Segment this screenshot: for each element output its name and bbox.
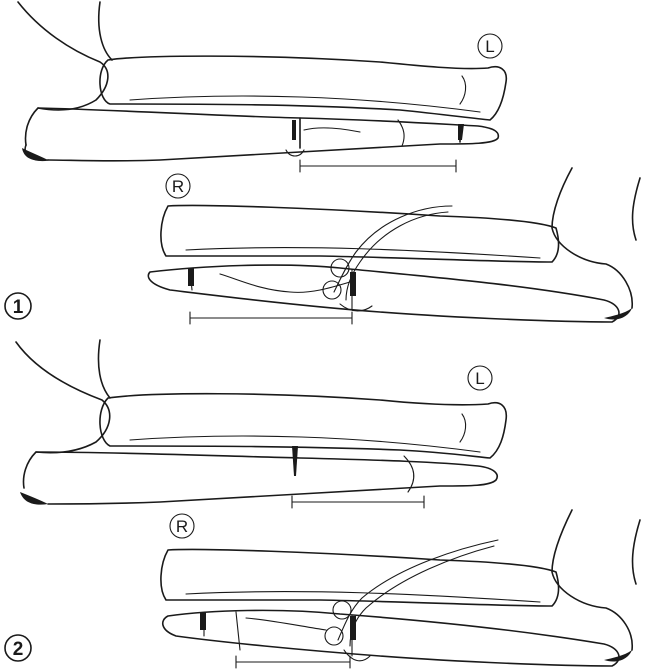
elbow-back-contour xyxy=(99,2,112,60)
side-marker-bottom-2: R xyxy=(176,517,188,536)
elbow-contour xyxy=(16,342,110,488)
wire-knot xyxy=(323,281,341,299)
measurement-bar-1b xyxy=(190,312,352,324)
radius-bone xyxy=(161,205,559,262)
ulna-bone xyxy=(36,452,497,504)
elbow-contour xyxy=(552,510,632,650)
ulna-bone xyxy=(38,108,498,161)
measurement-bar-1a xyxy=(300,160,456,172)
step-number-1: 1 xyxy=(13,297,24,318)
measurement-bar-2a xyxy=(292,496,424,508)
radius-bone xyxy=(100,394,506,458)
wire-knot xyxy=(333,601,351,619)
panel-2-left-forearm: L xyxy=(16,340,506,508)
elbow-contour xyxy=(18,2,108,145)
step-number-2: 2 xyxy=(13,639,24,660)
radius-bone xyxy=(100,56,506,120)
elbow-contour xyxy=(552,168,632,308)
panel-1-left-forearm: L xyxy=(18,2,506,172)
measurement-bar-2b xyxy=(236,656,350,668)
wire-knot xyxy=(325,627,343,645)
panel-2-right-forearm: R xyxy=(161,510,640,668)
radius-bone xyxy=(161,549,559,606)
panel-1-right-forearm: R xyxy=(148,168,640,324)
side-marker-top-1: L xyxy=(485,37,494,56)
side-marker-top-2: L xyxy=(475,369,484,388)
ulna-bone xyxy=(163,610,619,666)
ulna-bone xyxy=(148,265,619,322)
side-marker-bottom-1: R xyxy=(172,177,184,196)
